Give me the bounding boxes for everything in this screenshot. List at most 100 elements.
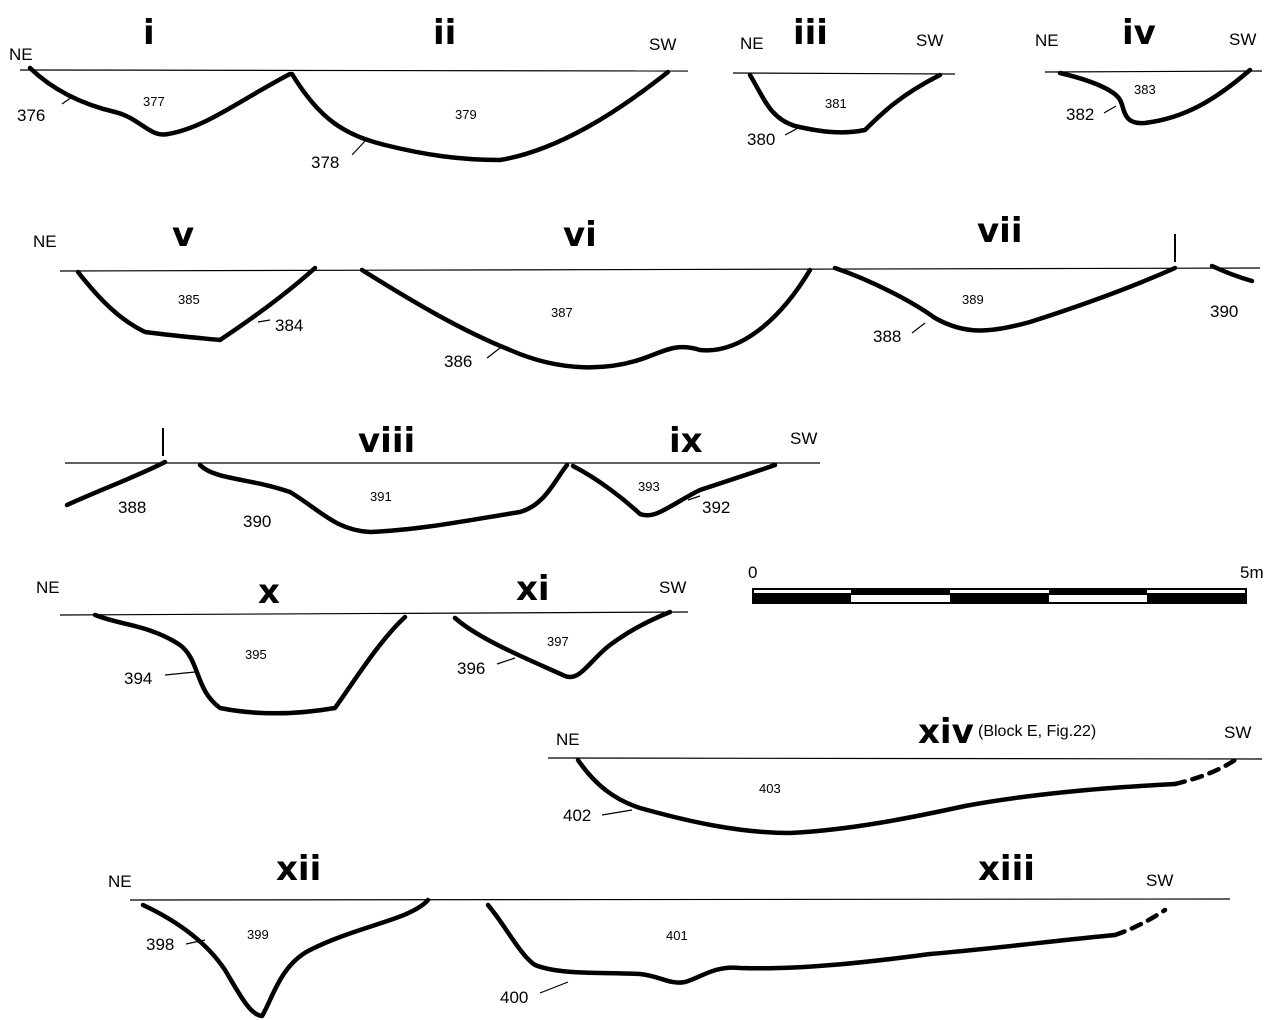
section-xiv-note: (Block E, Fig.22)	[978, 723, 1096, 740]
cut-376	[27, 65, 293, 137]
scale-bar-segment-4	[1049, 589, 1147, 595]
section-label-xiii: xiii	[978, 849, 1035, 889]
context-377: 377	[143, 94, 165, 109]
cut-402-dashed	[1172, 757, 1238, 787]
leader-384	[257, 319, 271, 323]
context-400: 400	[500, 988, 528, 1007]
cut-384	[75, 265, 318, 343]
orientation-sw-row4: SW	[659, 578, 686, 597]
leader-396	[496, 657, 516, 665]
orientation-sw-row3: SW	[790, 429, 817, 448]
section-label-vi: vi	[563, 215, 597, 255]
cut-392	[570, 462, 778, 518]
orientation-sw-row6: SW	[1146, 871, 1173, 890]
context-393: 393	[638, 479, 660, 494]
leader-382	[1103, 105, 1117, 114]
context-390-row3: 390	[243, 512, 271, 531]
row-5: xiv (Block E, Fig.22) NE SW 402 403	[547, 712, 1263, 836]
leader-380	[784, 126, 801, 136]
context-378: 378	[311, 153, 339, 172]
cut-378	[289, 69, 671, 163]
section-label-x: x	[258, 572, 280, 612]
context-382: 382	[1066, 105, 1094, 124]
context-389: 389	[962, 292, 984, 307]
cut-382	[1057, 67, 1253, 126]
section-label-ii: ii	[433, 13, 456, 53]
context-379: 379	[455, 107, 477, 122]
ground-surface-v-vii	[59, 267, 1261, 272]
context-396: 396	[457, 659, 485, 678]
context-376: 376	[17, 106, 45, 125]
orientation-ne-iii: NE	[740, 34, 764, 53]
ground-surface-xiv	[547, 757, 1263, 760]
context-394: 394	[124, 669, 152, 688]
row-1: i ii iii iv NE SW NE SW NE SW 376 377 37…	[9, 13, 1263, 172]
context-390-row2: 390	[1210, 302, 1238, 321]
leader-394	[164, 671, 196, 676]
leader-402	[601, 809, 633, 816]
orientation-ne-row4: NE	[36, 578, 60, 597]
section-label-v: v	[172, 215, 194, 255]
section-label-vii: vii	[977, 211, 1022, 251]
orientation-sw-iv: SW	[1229, 30, 1256, 49]
row-3: viii ix SW 388 390 391 392 393	[64, 421, 820, 535]
scale-bar-segment-5	[1147, 593, 1246, 603]
cut-390-row3	[197, 462, 570, 535]
row-6: xii xiii NE SW 398 399 400 401	[108, 849, 1231, 1019]
context-380: 380	[747, 130, 775, 149]
ground-surface-iv	[1044, 70, 1263, 73]
cut-400	[485, 902, 1118, 985]
section-label-viii: viii	[358, 421, 415, 461]
orientation-sw-ii: SW	[649, 35, 676, 54]
orientation-ne-xiv: NE	[556, 730, 580, 749]
scale-start-label: 0	[748, 563, 757, 582]
ground-surface-iii	[732, 72, 956, 75]
cut-394	[92, 612, 408, 716]
context-397: 397	[547, 634, 569, 649]
orientation-ne-row2: NE	[33, 232, 57, 251]
context-401: 401	[666, 928, 688, 943]
orientation-sw-iii: SW	[916, 31, 943, 50]
cut-380	[747, 72, 943, 135]
section-label-iii: iii	[793, 13, 828, 53]
cut-400-dashed	[1112, 907, 1168, 938]
ground-surface-xii-xiii	[129, 898, 1231, 901]
scale-bar-segment-2	[851, 589, 950, 595]
cut-388-row3	[64, 459, 168, 508]
leader-386	[486, 347, 501, 359]
context-392: 392	[702, 498, 730, 517]
context-381: 381	[825, 96, 847, 111]
cut-386	[359, 267, 813, 370]
context-385: 385	[178, 292, 200, 307]
scale-end-label: 5m	[1240, 563, 1264, 582]
cut-398	[140, 897, 431, 1019]
orientation-ne-iv: NE	[1035, 31, 1059, 50]
leader-376	[61, 96, 73, 105]
leader-392	[687, 495, 701, 501]
section-label-xiv: xiv	[918, 712, 974, 752]
scale-bar-segment-1	[753, 593, 851, 603]
context-402: 402	[563, 806, 591, 825]
cut-402	[575, 757, 1178, 836]
context-399: 399	[247, 927, 269, 942]
section-label-ix: ix	[669, 421, 703, 461]
context-398: 398	[146, 935, 174, 954]
context-384: 384	[275, 316, 303, 335]
section-label-xii: xii	[276, 849, 321, 889]
orientation-ne-row6: NE	[108, 872, 132, 891]
section-label-xi: xi	[516, 569, 550, 609]
context-386: 386	[444, 352, 472, 371]
context-403: 403	[759, 781, 781, 796]
scale-bar: 0 5m	[748, 563, 1264, 604]
context-387: 387	[551, 305, 573, 320]
context-391: 391	[370, 489, 392, 504]
cut-388	[832, 265, 1178, 333]
context-388-row3: 388	[118, 498, 146, 517]
section-label-i: i	[143, 13, 155, 53]
ground-surface-i-ii	[19, 69, 689, 72]
scale-bar-segment-3	[950, 593, 1049, 603]
context-388-row2: 388	[873, 327, 901, 346]
orientation-sw-xiv: SW	[1224, 723, 1251, 742]
row-4: x xi NE SW 394 395 396 397	[36, 569, 689, 716]
